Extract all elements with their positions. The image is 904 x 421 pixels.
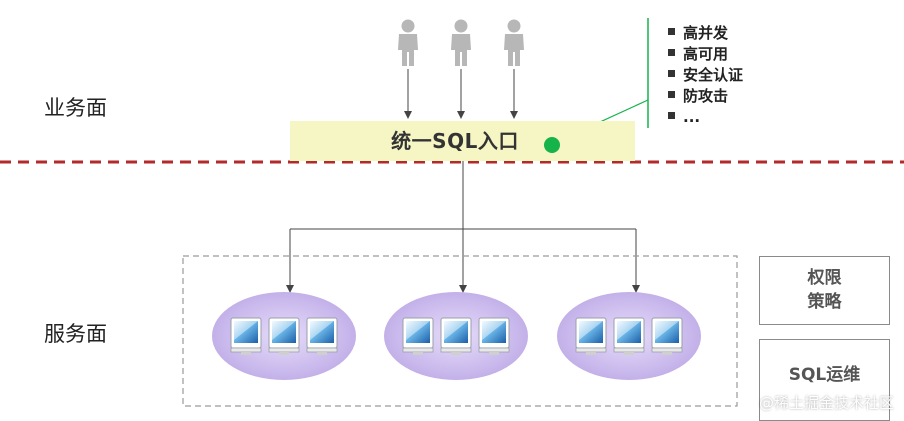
server-cluster-icon [557, 292, 701, 380]
feature-item: 防攻击 [668, 86, 743, 107]
permission-policy-box: 权限 策略 [759, 256, 890, 325]
user-icon-2 [451, 19, 471, 66]
square-bullet-icon [668, 112, 675, 119]
permission-policy-line-1: 权限 [807, 268, 842, 288]
feature-label: 安全认证 [683, 66, 744, 84]
feature-item: ... [668, 107, 743, 128]
server-cluster-icon [212, 292, 356, 380]
square-bullet-icon [668, 28, 675, 35]
feature-item: 高可用 [668, 44, 743, 65]
square-bullet-icon [668, 49, 675, 56]
user-icon-1 [398, 19, 418, 66]
feature-label: ... [683, 108, 701, 126]
watermark: @稀土掘金技术社区 [758, 394, 894, 412]
unified-sql-entry: 统一SQL入口 [290, 121, 635, 161]
service-plane-label: 服务面 [44, 322, 107, 346]
unified-sql-entry-title: 统一SQL入口 [391, 129, 519, 153]
business-plane-label: 业务面 [44, 96, 107, 120]
feature-item: 安全认证 [668, 65, 743, 86]
server-cluster-icon [384, 292, 528, 380]
permission-policy-line-2: 策略 [807, 292, 842, 312]
entry-dot-icon [544, 137, 560, 153]
feature-label: 高可用 [683, 45, 729, 63]
sql-ops-label: SQL运维 [788, 365, 861, 385]
square-bullet-icon [668, 70, 675, 77]
feature-label: 高并发 [683, 24, 729, 42]
feature-item: 高并发 [668, 23, 743, 44]
service-frame [182, 255, 738, 407]
user-icon-3 [504, 19, 524, 66]
feature-label: 防攻击 [683, 87, 729, 105]
feature-list: 高并发 高可用 安全认证 防攻击 ... [668, 23, 743, 128]
square-bullet-icon [668, 91, 675, 98]
